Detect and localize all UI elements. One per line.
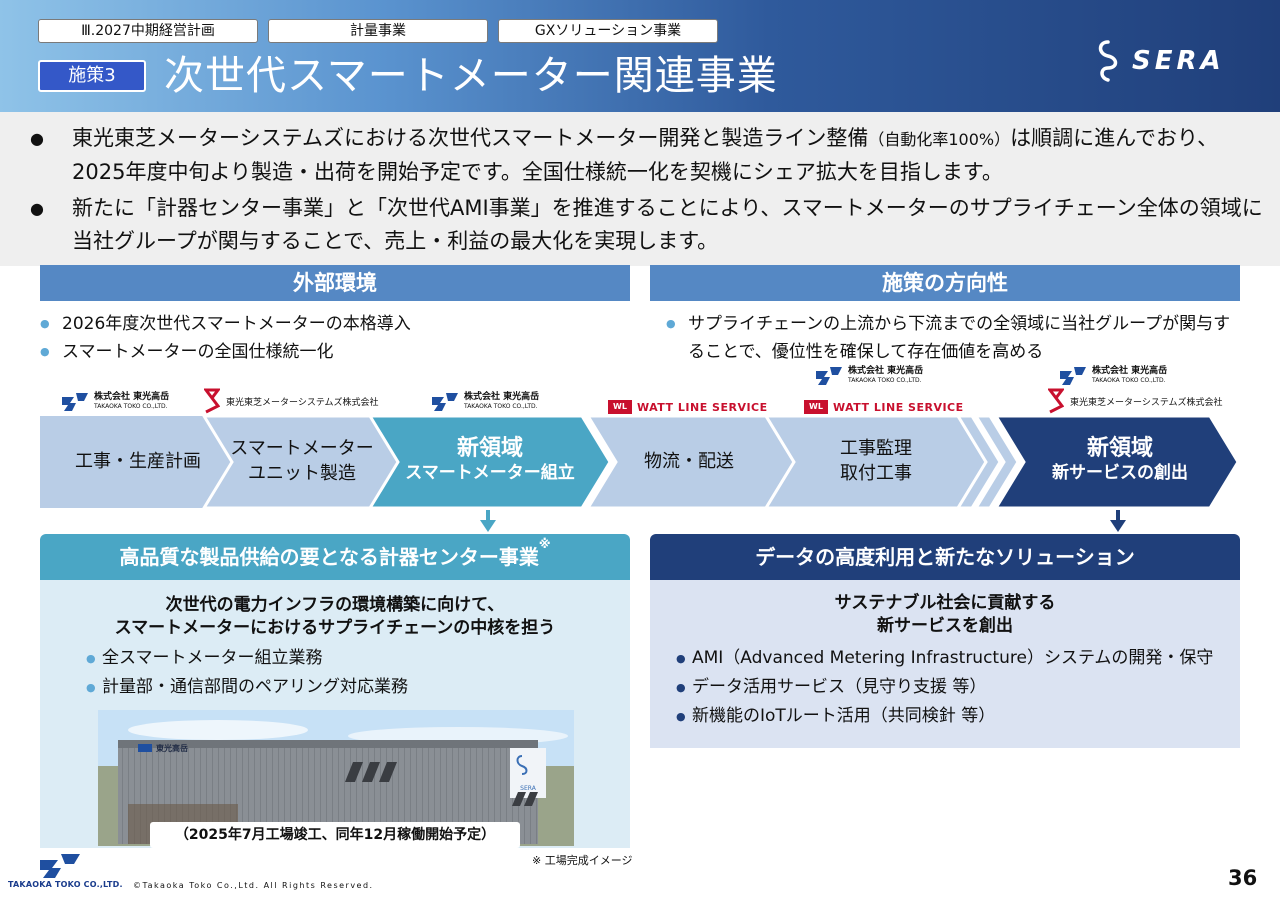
direction-heading: 施策の方向性 — [650, 265, 1240, 301]
direction-list: サプライチェーンの上流から下流までの全領域に当社グループが関与することで、優位性… — [666, 310, 1246, 366]
copyright: ©Takaoka Toko Co.,Ltd. All Rights Reserv… — [133, 881, 374, 890]
data-solution-list: AMI（Advanced Metering Infrastructure）システ… — [676, 644, 1213, 731]
chain-arrows — [40, 414, 1240, 510]
page-title: 次世代スマートメーター関連事業 — [164, 53, 778, 99]
watt-line-logo: WL WATT LINE SERVICE — [608, 400, 768, 414]
chain-step-installation: 工事監理取付工事 — [840, 438, 912, 484]
takaoka-mark-icon — [432, 393, 458, 411]
data-solution-body: サステナブル社会に貢献する 新サービスを創出 AMI（Advanced Mete… — [650, 580, 1240, 748]
toshiba-meter-mark-icon — [204, 388, 220, 414]
summary-bullet: 新たに「計器センター事業」と「次世代AMI事業」を推進することにより、スマートメ… — [30, 192, 1270, 258]
list-item: 全スマートメーター組立業務 — [86, 644, 408, 673]
takaoka-mark-icon — [62, 393, 88, 411]
chain-arrow-7 — [993, 414, 1240, 510]
building-sign: 東光高岳 — [156, 743, 188, 753]
meter-center-heading: 高品質な製品供給の要となる計器センター事業※ — [40, 534, 630, 580]
chain-step-unit-manufacturing: スマートメーターユニット製造 — [230, 438, 374, 484]
meter-center-lead: 次世代の電力インフラの環境構築に向けて、 スマートメーターにおけるサプライチェー… — [114, 595, 556, 638]
list-item: AMI（Advanced Metering Infrastructure）システ… — [676, 644, 1213, 673]
watt-line-logo: WL WATT LINE SERVICE — [804, 400, 964, 414]
takaoka-mark-icon — [816, 367, 842, 385]
down-arrow-icon — [1110, 510, 1126, 532]
watt-line-mark-icon: WL — [804, 400, 828, 414]
list-item: 計量部・通信部間のペアリング対応業務 — [86, 673, 408, 702]
external-environment-heading: 外部環境 — [40, 265, 630, 301]
chain-step-logistics: 物流・配送 — [644, 450, 734, 472]
summary-box: 東光東芝メーターシステムズにおける次世代スマートメーター開発と製造ライン整備（自… — [0, 112, 1280, 266]
summary-bullet: 東光東芝メーターシステムズにおける次世代スマートメーター開発と製造ライン整備（自… — [30, 122, 1270, 189]
chain-arrow-3 — [367, 414, 612, 510]
takaoka-mark-icon — [1060, 367, 1086, 385]
supply-chain-flow: 工事・生産計画 スマートメーターユニット製造 新領域スマートメーター組立 物流・… — [0, 414, 1280, 510]
chain-arrow-1 — [40, 416, 232, 508]
page-number: 36 — [1228, 866, 1258, 890]
sera-logo-text: SERA — [1132, 46, 1225, 76]
footer-company-name: TAKAOKA TOKO CO.,LTD. — [8, 880, 123, 889]
toshiba-meter-mark-icon — [1048, 388, 1064, 414]
list-item: 2026年度次世代スマートメーターの本格導入 — [40, 310, 630, 338]
chain-arrow-6b — [973, 414, 1020, 510]
header-band: Ⅲ.2027中期経営計画 計量事業 GXソリューション事業 施策3 次世代スマー… — [0, 0, 1280, 112]
factory-caption: （2025年7月工場竣工、同年12月稼働開始予定） — [150, 822, 520, 848]
data-solution-lead: サステナブル社会に貢献する 新サービスを創出 — [834, 593, 1056, 636]
takaoka-footer-logo-icon — [40, 854, 80, 878]
toshiba-meter-logo: 東光東芝メーターシステムズ株式会社 — [204, 388, 379, 414]
meter-center-body: 次世代の電力インフラの環境構築に向けて、 スマートメーターにおけるサプライチェー… — [40, 580, 630, 848]
breadcrumb-tag[interactable]: GXソリューション事業 — [498, 19, 718, 43]
external-environment-list: 2026年度次世代スマートメーターの本格導入 スマートメーターの全国仕様統一化 — [40, 310, 630, 366]
list-item: データ活用サービス（見守り支援 等） — [676, 673, 1213, 702]
meter-center-list: 全スマートメーター組立業務 計量部・通信部間のペアリング対応業務 — [86, 644, 408, 702]
chain-step-new-service: 新領域新サービスの創出 — [1052, 436, 1188, 483]
sera-logo-icon — [1098, 40, 1118, 82]
down-arrow-icon — [480, 510, 496, 532]
watt-line-mark-icon: WL — [608, 400, 632, 414]
chain-step-planning: 工事・生産計画 — [75, 450, 201, 472]
image-note: ※ 工場完成イメージ — [532, 854, 633, 867]
list-item: 新機能のIoTルート活用（共同検針 等） — [676, 702, 1213, 731]
chain-arrow-6a — [955, 414, 1002, 510]
list-item: サプライチェーンの上流から下流までの全領域に当社グループが関与することで、優位性… — [666, 310, 1246, 366]
data-solution-heading: データの高度利用と新たなソリューション — [650, 534, 1240, 580]
chain-step-new-assembly: 新領域スマートメーター組立 — [405, 436, 575, 483]
sign-text: SERA — [520, 785, 537, 792]
list-item: スマートメーターの全国仕様統一化 — [40, 338, 630, 366]
breadcrumb-tag[interactable]: 計量事業 — [268, 19, 488, 43]
measure-badge: 施策3 — [38, 60, 146, 92]
toshiba-meter-logo: 東光東芝メーターシステムズ株式会社 — [1048, 388, 1223, 414]
breadcrumb-tag[interactable]: Ⅲ.2027中期経営計画 — [38, 19, 258, 43]
